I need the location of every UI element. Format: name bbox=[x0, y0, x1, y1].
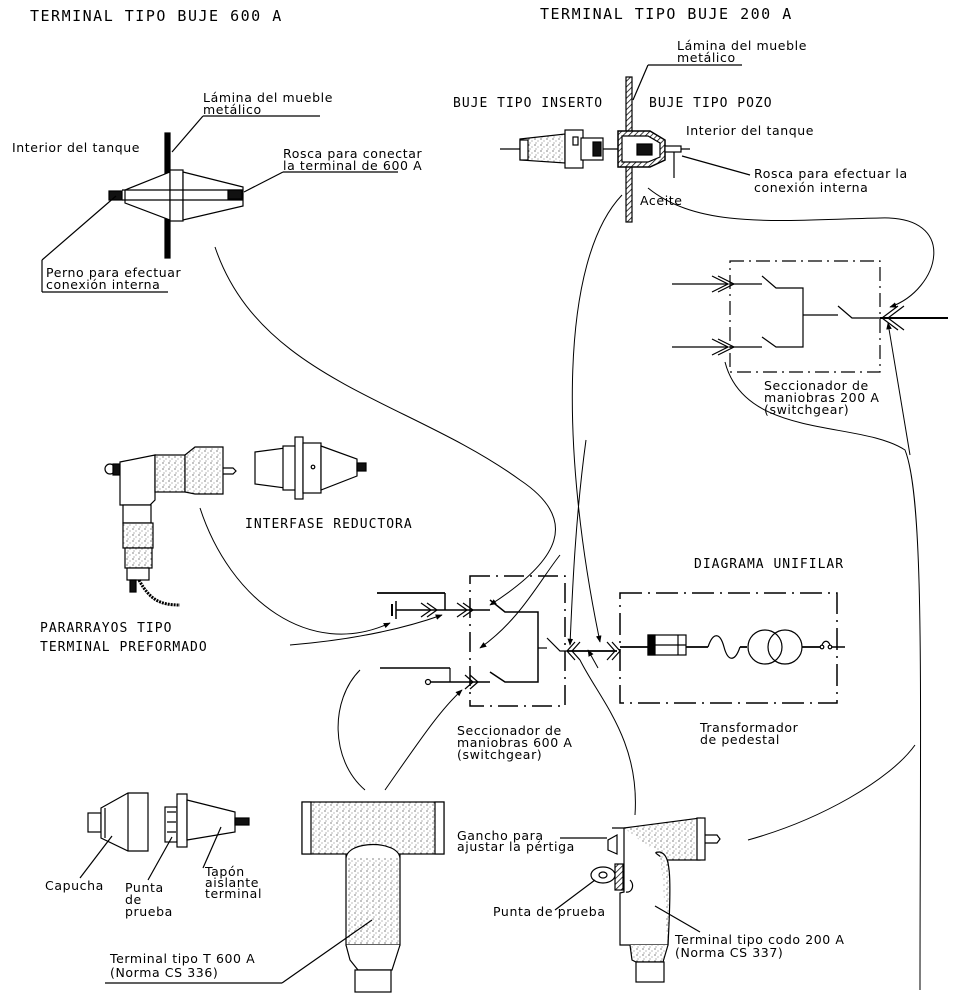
label-t-terminal-1: Terminal tipo T 600 A bbox=[110, 951, 256, 966]
switchgear-200-box bbox=[729, 260, 881, 373]
bushing-600-flange bbox=[169, 169, 184, 222]
terminal-dot bbox=[424, 678, 432, 686]
curve-t-terminal bbox=[337, 669, 366, 791]
label-insert-bushing: BUJE TIPO INSERTO bbox=[453, 96, 604, 111]
label-sheet-200-2: metálico bbox=[677, 50, 736, 65]
label-elbow-terminal-2: (Norma CS 337) bbox=[675, 945, 784, 960]
label-plug-1: Tapón bbox=[205, 864, 245, 879]
label-elbow-terminal-1: Terminal tipo codo 200 A bbox=[675, 932, 845, 947]
elbow-terminal-drawing bbox=[554, 817, 721, 983]
label-test-point-elbow: Punta de prueba bbox=[493, 904, 606, 919]
curve-arrester-to-switchgear bbox=[199, 507, 391, 635]
label-switchgear-600-2: maniobras 600 A bbox=[457, 735, 573, 750]
reducing-interface-drawing bbox=[254, 436, 367, 500]
thread-icon bbox=[227, 189, 243, 200]
cap-stem bbox=[87, 812, 102, 833]
title-bushing-200: TERMINAL TIPO BUJE 200 A bbox=[540, 5, 793, 23]
label-test-point-3: prueba bbox=[125, 904, 173, 919]
label-transformer-2: de pedestal bbox=[700, 732, 780, 747]
label-test-point-1: Punta bbox=[125, 880, 164, 895]
label-tank-interior-200: Interior del tanque bbox=[686, 123, 815, 138]
label-tank-interior-600: Interior del tanque bbox=[12, 140, 141, 155]
leader-thread bbox=[243, 171, 284, 193]
label-switchgear-600-3: (switchgear) bbox=[457, 747, 543, 762]
curve-elbow-to-switchgear200 bbox=[747, 744, 916, 841]
curve-600-bushing-to-switchgear bbox=[214, 246, 557, 606]
label-arrester-1: PARARRAYOS TIPO bbox=[40, 621, 173, 636]
connection-curves bbox=[199, 187, 935, 991]
title-bushing-600: TERMINAL TIPO BUJE 600 A bbox=[30, 7, 283, 25]
curve-switchgear200-to-transformer bbox=[724, 361, 922, 991]
label-hook-1: Gancho para bbox=[457, 828, 544, 843]
transformer-diagram bbox=[619, 592, 845, 704]
label-thread-200-2: conexión interna bbox=[754, 180, 869, 195]
plug-cone bbox=[186, 799, 236, 841]
label-oil: Aceite bbox=[640, 193, 683, 208]
leader-test-point bbox=[147, 836, 173, 881]
arrester-drawing bbox=[104, 446, 237, 607]
arrester-elbow bbox=[119, 454, 156, 506]
label-arrester-2: TERMINAL PREFORMADO bbox=[40, 640, 208, 655]
label-switchgear-200-1: Seccionador de bbox=[764, 378, 869, 393]
curve-elbow-to-diagram bbox=[579, 659, 636, 816]
switchgear-600-box bbox=[469, 575, 566, 707]
label-reducing-interface: INTERFASE REDUCTORA bbox=[245, 517, 413, 532]
label-single-line-diagram: DIAGRAMA UNIFILAR bbox=[694, 557, 845, 572]
label-cap: Capucha bbox=[45, 878, 104, 893]
cap-parts-drawing bbox=[79, 792, 250, 881]
label-sheet-600-1: Lámina del mueble bbox=[203, 90, 333, 105]
transformer-box bbox=[619, 592, 838, 704]
label-switchgear-600-1: Seccionador de bbox=[457, 723, 562, 738]
leader-test-point-elbow bbox=[554, 879, 596, 911]
leader-cap bbox=[79, 835, 113, 879]
curve-bushing200-to-switchgear200 bbox=[647, 187, 935, 308]
label-sheet-200-1: Lámina del mueble bbox=[677, 38, 807, 53]
label-transformer-1: Transformador bbox=[700, 720, 799, 735]
label-t-terminal-2: (Norma CS 336) bbox=[110, 965, 219, 980]
label-hook-2: ajustar la pértiga bbox=[457, 839, 575, 854]
bushing-600-drawing bbox=[41, 115, 398, 293]
leader-stud bbox=[41, 195, 117, 261]
leader-t-terminal bbox=[281, 919, 373, 984]
t-terminal-drawing bbox=[105, 801, 445, 993]
leader-plug bbox=[202, 826, 222, 869]
switchgear-600-diagram bbox=[377, 575, 621, 707]
leader-thread-200 bbox=[681, 155, 751, 176]
arrester-body bbox=[154, 454, 186, 493]
label-well-bushing: BUJE TIPO POZO bbox=[649, 96, 773, 111]
leader-sheet bbox=[171, 115, 204, 153]
fuse-link-icon bbox=[707, 635, 741, 659]
label-plug-2: aislante bbox=[205, 875, 260, 890]
label-switchgear-200-2: maniobras 200 A bbox=[764, 390, 880, 405]
transformer-winding-2 bbox=[767, 629, 803, 665]
label-plug-3: terminal bbox=[205, 886, 263, 901]
label-switchgear-200-3: (switchgear) bbox=[764, 402, 850, 417]
curve-interface bbox=[289, 614, 443, 646]
leader-elbow bbox=[654, 905, 701, 933]
label-thread-600-1: Rosca para conectar bbox=[283, 146, 423, 161]
bushing-200-drawing bbox=[500, 64, 751, 223]
label-stud-2: conexión interna bbox=[46, 277, 161, 292]
leader-sheet-200 bbox=[632, 64, 649, 101]
stud-icon bbox=[108, 190, 123, 201]
cap-body bbox=[100, 792, 149, 852]
transformer-winding-1 bbox=[747, 629, 783, 665]
label-thread-600-2: la terminal de 600 A bbox=[283, 158, 423, 173]
curve-oil-to-diagram bbox=[571, 194, 623, 643]
bushing-600-inner-cone bbox=[124, 171, 171, 221]
label-thread-200-1: Rosca para efectuar la bbox=[754, 166, 908, 181]
label-stud-1: Perno para efectuar bbox=[46, 265, 182, 280]
label-test-point-2: de bbox=[125, 892, 142, 907]
switchgear-200-diagram bbox=[672, 260, 948, 373]
bushing-600-outer-cone bbox=[182, 171, 244, 221]
label-sheet-600-2: metálico bbox=[203, 102, 262, 117]
